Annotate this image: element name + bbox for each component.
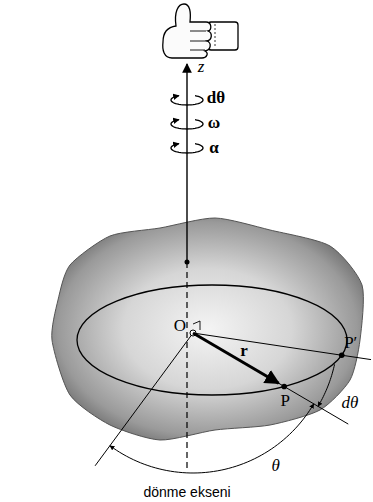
position-vector-label: r [240,342,248,359]
thumbs-up-hand [163,4,238,58]
radial-line [193,333,371,360]
axis-caption: dönme ekseni [143,485,230,499]
origin-label: O [174,317,186,334]
particle-point [339,352,345,358]
radial-line [193,333,348,424]
angular-acceleration-label: α [209,139,219,156]
radial-line [95,333,193,466]
rotation-axis [186,64,187,262]
geometry-lines [77,64,371,473]
dtheta-arc [318,364,334,406]
position-vector [193,333,279,383]
point-label: P′ [344,334,357,351]
particle-point [281,384,287,390]
axis-dot [185,260,190,265]
angle-increment-label: dθ [342,394,359,411]
angular-displacement-label: dθ [207,89,225,106]
curl-arrow [171,96,203,105]
curl-arrow [171,144,203,153]
angle-label: θ [271,457,279,474]
right-angle-mark [193,321,200,330]
rotation-axis-dashed [186,262,187,472]
rigid-body [52,218,364,440]
point-label: P [280,392,289,409]
theta-arc [110,404,314,473]
circular-path [77,285,347,395]
curl-arrow [171,120,203,129]
axis-label: z [198,58,205,75]
angular-velocity-label: ω [208,114,220,131]
